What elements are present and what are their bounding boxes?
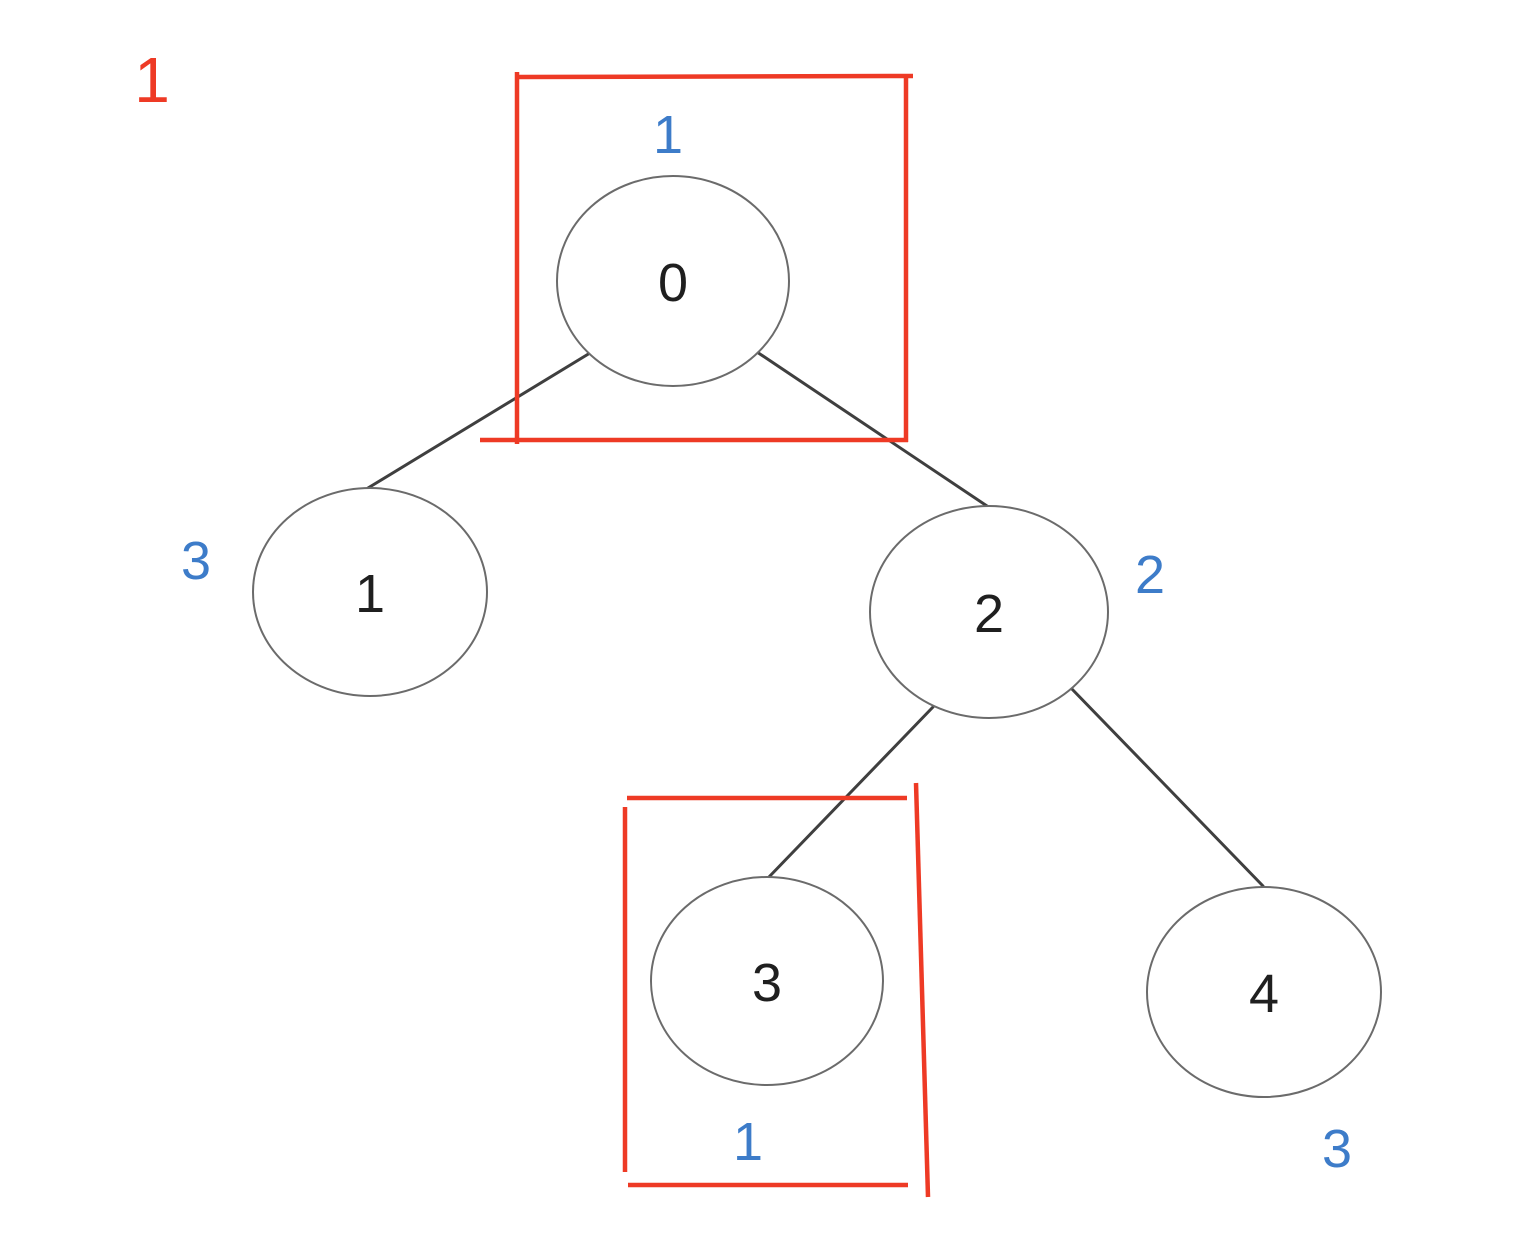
node-1-annotation: 3 bbox=[180, 531, 212, 591]
node-0-value: 0 bbox=[657, 253, 689, 313]
highlight-box-node-0 bbox=[480, 72, 914, 444]
node-2-circle bbox=[869, 505, 1109, 719]
node-4-annotation: 3 bbox=[1321, 1119, 1353, 1179]
node-2-value: 2 bbox=[973, 584, 1005, 644]
node-3-circle bbox=[650, 876, 884, 1086]
node-3-annotation: 1 bbox=[732, 1112, 764, 1172]
edge-0-1 bbox=[366, 351, 592, 490]
page-label: 1 bbox=[134, 44, 170, 116]
node-3-value: 3 bbox=[751, 953, 783, 1013]
edge-2-3 bbox=[766, 705, 935, 880]
edge-0-2 bbox=[755, 350, 992, 510]
highlight-box-node-0-top-line bbox=[518, 73, 914, 80]
node-4-value: 4 bbox=[1248, 964, 1280, 1024]
node-0-circle bbox=[556, 175, 790, 387]
node-2-annotation: 2 bbox=[1134, 545, 1166, 605]
node-0-annotation: 1 bbox=[652, 105, 684, 165]
highlight-box-node-3 bbox=[622, 782, 931, 1198]
node-4-circle bbox=[1146, 886, 1382, 1098]
node-1-value: 1 bbox=[354, 564, 386, 624]
highlight-box-node-3-right-line bbox=[913, 782, 931, 1198]
node-1-circle bbox=[252, 487, 488, 697]
edge-2-4 bbox=[1068, 685, 1265, 888]
